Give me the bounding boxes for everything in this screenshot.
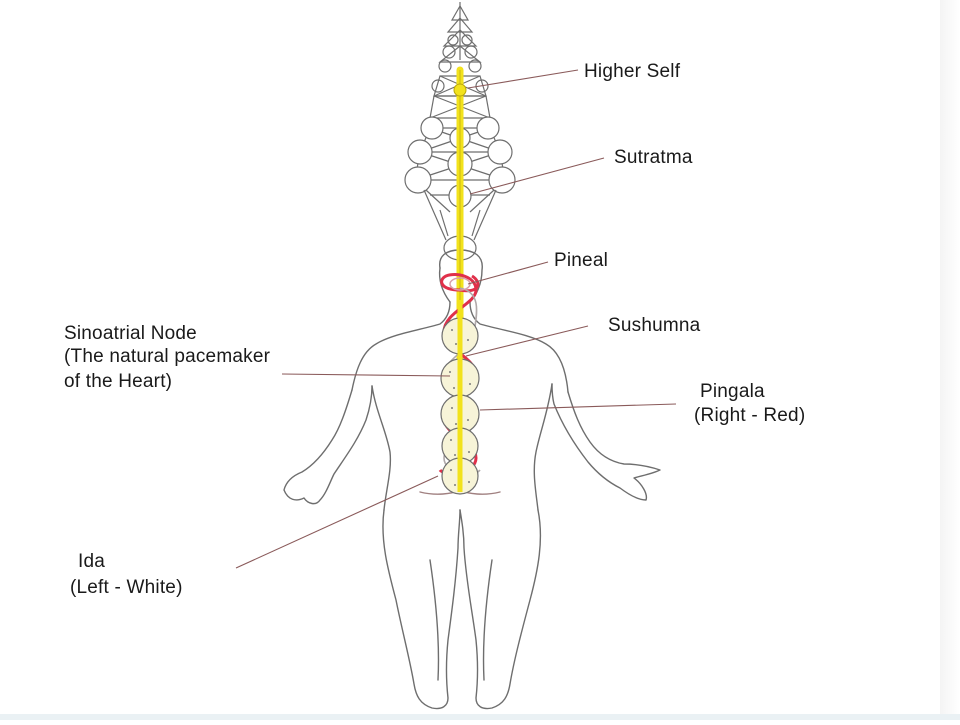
- label-sinoatrial-title: Sinoatrial Node: [64, 323, 197, 344]
- leader-pineal: [467, 261, 549, 285]
- right-edge-shadow: [940, 0, 960, 720]
- label-higher-self: Higher Self: [584, 61, 681, 82]
- label-sinoatrial-sub1: (The natural pacemaker: [64, 346, 271, 367]
- label-pingala-sub: (Right - Red): [694, 405, 806, 426]
- leader-sinoatrial: [281, 373, 451, 377]
- chakra-dots: [449, 329, 471, 486]
- label-pingala-title: Pingala: [700, 381, 765, 402]
- label-ida-title: Ida: [78, 551, 106, 572]
- leader-sutratma: [469, 157, 605, 195]
- label-ida-sub: (Left - White): [70, 577, 183, 598]
- leader-ida: [235, 475, 439, 569]
- leader-pingala: [479, 403, 677, 411]
- label-sinoatrial-sub2: of the Heart): [64, 371, 173, 392]
- label-sushumna: Sushumna: [608, 315, 701, 336]
- leader-higher-self: [467, 69, 579, 89]
- spire: [404, 2, 516, 261]
- bottom-edge-strip: [0, 714, 960, 720]
- label-pineal: Pineal: [554, 250, 609, 271]
- leader-sushumna: [465, 325, 589, 357]
- label-sutratma: Sutratma: [614, 147, 693, 168]
- leader-lines: [235, 69, 677, 569]
- body-outline: [283, 249, 661, 710]
